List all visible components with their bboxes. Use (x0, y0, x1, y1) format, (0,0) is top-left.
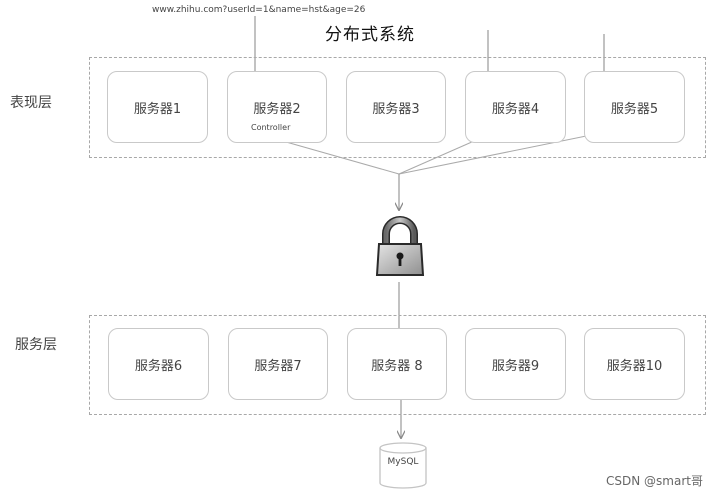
server-9: 服务器9 (465, 328, 566, 400)
request-url: www.zhihu.com?userId=1&name=hst&age=26 (152, 5, 366, 15)
server-10: 服务器10 (584, 328, 685, 400)
controller-label: Controller (251, 123, 291, 132)
link-server5-lock (398, 131, 607, 175)
server-5: 服务器5 (584, 71, 685, 143)
service-layer-label: 服务层 (15, 337, 57, 353)
server-6: 服务器6 (108, 328, 209, 400)
server-4: 服务器4 (465, 71, 566, 143)
diagram-title: 分布式系统 (325, 25, 415, 45)
presentation-layer-label: 表现层 (10, 95, 52, 111)
presentation-layer-box (89, 57, 706, 158)
service-layer-box (89, 315, 706, 415)
mysql-label: MySQL (387, 457, 419, 467)
server-1: 服务器1 (107, 71, 208, 143)
padlock-icon (375, 216, 425, 276)
server-2: 服务器2 (227, 71, 327, 143)
watermark: CSDN @smart哥 (606, 474, 703, 488)
server-8: 服务器 8 (347, 328, 447, 400)
mysql-database-icon (379, 442, 427, 489)
server-7: 服务器7 (228, 328, 328, 400)
server-3: 服务器3 (346, 71, 446, 143)
